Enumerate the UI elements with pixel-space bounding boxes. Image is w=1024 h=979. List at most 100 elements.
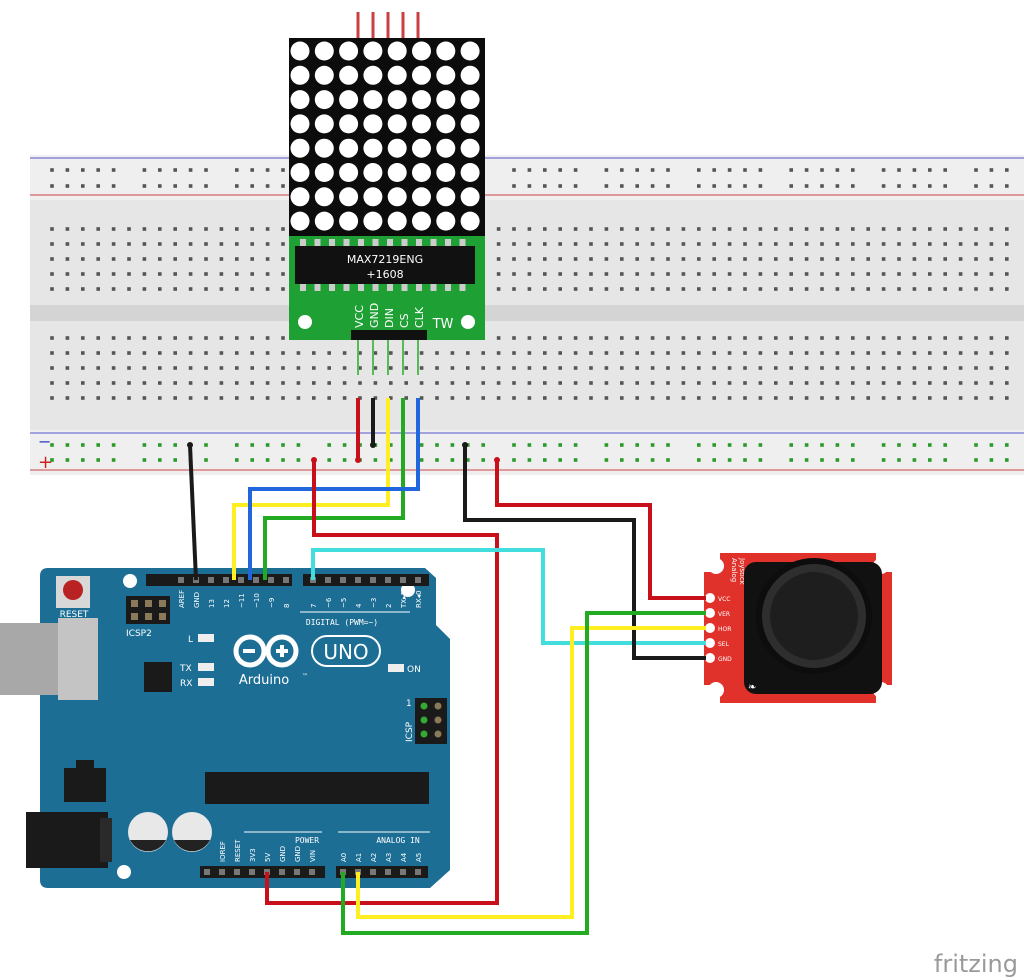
joystick-hole-3 <box>708 682 724 698</box>
center-divider <box>30 305 1024 321</box>
led-rx-label: RX <box>180 679 192 689</box>
digital-pin-label: 8 <box>283 604 291 608</box>
power-jack <box>26 812 108 868</box>
joystick-pin-gnd: GND <box>718 656 732 663</box>
pin-label-clk: CLK <box>413 306 426 328</box>
pin-label-cs: CS <box>398 313 411 328</box>
voltage-regulator <box>64 768 106 802</box>
module-top-pins <box>356 12 420 40</box>
analog-pin-label: A5 <box>415 853 423 862</box>
wire-sel-to-pin7 <box>311 548 706 645</box>
joystick-logo: ❧ <box>748 682 756 693</box>
chip-label-line2: +1608 <box>366 268 403 281</box>
power-pin-label: IOREF <box>219 841 227 862</box>
analog-pin-label: A1 <box>355 853 363 862</box>
joystick-hole-1 <box>708 558 724 574</box>
power-pin-label: RESET <box>234 839 242 862</box>
bottom-power-rail <box>30 430 1024 475</box>
top-power-rail <box>30 155 1024 200</box>
wire-din-to-pin12 <box>232 398 390 580</box>
icsp-label: ICSP <box>405 721 415 742</box>
digital-pin-label: TX▸1 <box>400 591 408 609</box>
power-pin-label: 3V3 <box>249 848 257 862</box>
digital-pin-label: ~11 <box>238 593 246 608</box>
uno-label: UNO <box>323 640 368 664</box>
module-header <box>351 330 427 340</box>
joystick-title-2: Joystick <box>738 557 746 586</box>
arduino-brand: Arduino <box>239 673 289 688</box>
pin-label-din: DIN <box>383 308 396 328</box>
board-mount-hole-4 <box>401 583 415 597</box>
digital-pin-label: GND <box>193 592 201 608</box>
wire-clk-to-pin11 <box>248 398 420 580</box>
joystick-pin-ver: VER <box>718 611 730 618</box>
arduino-uno-board: RESET ICSP2 L TX RX ON UNO Arduino ™ <box>0 568 450 888</box>
digital-pin-label: 4 <box>355 603 363 608</box>
matrix-leds <box>290 41 480 231</box>
analog-pin-label: A2 <box>370 853 378 862</box>
led-on-label: ON <box>407 665 421 675</box>
power-pin-label: 5V <box>264 853 272 862</box>
power-jack-lip <box>100 818 112 862</box>
digital-pin-label: ~5 <box>340 598 348 608</box>
digital-pin-label: ~3 <box>370 598 378 608</box>
led-l-label: L <box>188 635 193 645</box>
power-pin-label: GND <box>294 846 302 862</box>
wire-cs-to-pin10 <box>263 398 405 580</box>
digital-header-right <box>303 574 429 586</box>
max7219-chip <box>295 246 475 284</box>
uno-badge <box>311 635 381 667</box>
icsp2-pins <box>131 600 166 620</box>
reset-label: RESET <box>60 610 89 620</box>
arduino-infinity-logo <box>233 634 299 668</box>
icsp2-label: ICSP2 <box>126 629 152 639</box>
digital-pin-label: ~10 <box>253 593 261 608</box>
digital-label: DIGITAL (PWM=~) <box>306 618 378 627</box>
joystick-title-1: Analog <box>730 558 738 582</box>
digital-pin-label: 2 <box>385 604 393 608</box>
joystick-pins <box>705 593 715 663</box>
led-tx <box>198 663 214 671</box>
led-tx-label: TX <box>179 664 192 674</box>
joystick-pin-vcc: VCC <box>718 596 730 603</box>
atmega-chip <box>205 772 429 804</box>
fritzing-watermark: fritzing <box>934 950 1018 978</box>
analog-header <box>336 866 428 878</box>
arduino-pcb <box>40 568 450 888</box>
analog-label: ANALOG IN <box>376 836 420 845</box>
module-header-legs <box>357 340 419 375</box>
capacitor-2-stripe <box>174 840 210 852</box>
power-label: POWER <box>295 836 319 845</box>
pin-label-gnd: GND <box>368 303 381 328</box>
analog-pin-label: A4 <box>400 852 408 862</box>
chip-label-line1: MAX7219ENG <box>347 253 423 266</box>
wire-hor-to-a1 <box>356 626 706 919</box>
module-logo: TW <box>432 317 454 332</box>
digital-pin-label: AREF <box>178 590 186 608</box>
digital-pin-label: ~9 <box>268 598 276 608</box>
power-pin-label: GND <box>279 846 287 862</box>
power-pin-label: VIN <box>309 850 317 862</box>
rail-minus-label: − <box>38 432 51 451</box>
reset-button[interactable] <box>63 580 83 600</box>
wire-endpoints <box>187 442 500 463</box>
joystick-pin-sel: SEL <box>718 641 730 648</box>
led-on <box>388 664 404 672</box>
power-header <box>200 866 325 878</box>
usb-shell <box>58 618 98 700</box>
wire-5v-to-plus-rail <box>265 460 499 905</box>
breadboard: − + <box>30 155 1024 475</box>
wires <box>187 398 706 935</box>
led-matrix-module: MAX7219ENG +1608 TW VCC GND DIN CS CLK <box>289 12 485 375</box>
led-rx <box>198 678 214 686</box>
wire-gnd-to-minus-rail <box>188 444 198 581</box>
analog-pin-label: A0 <box>340 853 348 862</box>
digital-pin-label: 7 <box>310 604 318 608</box>
led-l <box>198 634 214 642</box>
joystick-module: Analog Joystick ❧ VCC VER HOR SEL GND <box>704 553 892 703</box>
arduino-trademark: ™ <box>302 673 308 680</box>
digital-pin-label: ~6 <box>325 597 333 608</box>
